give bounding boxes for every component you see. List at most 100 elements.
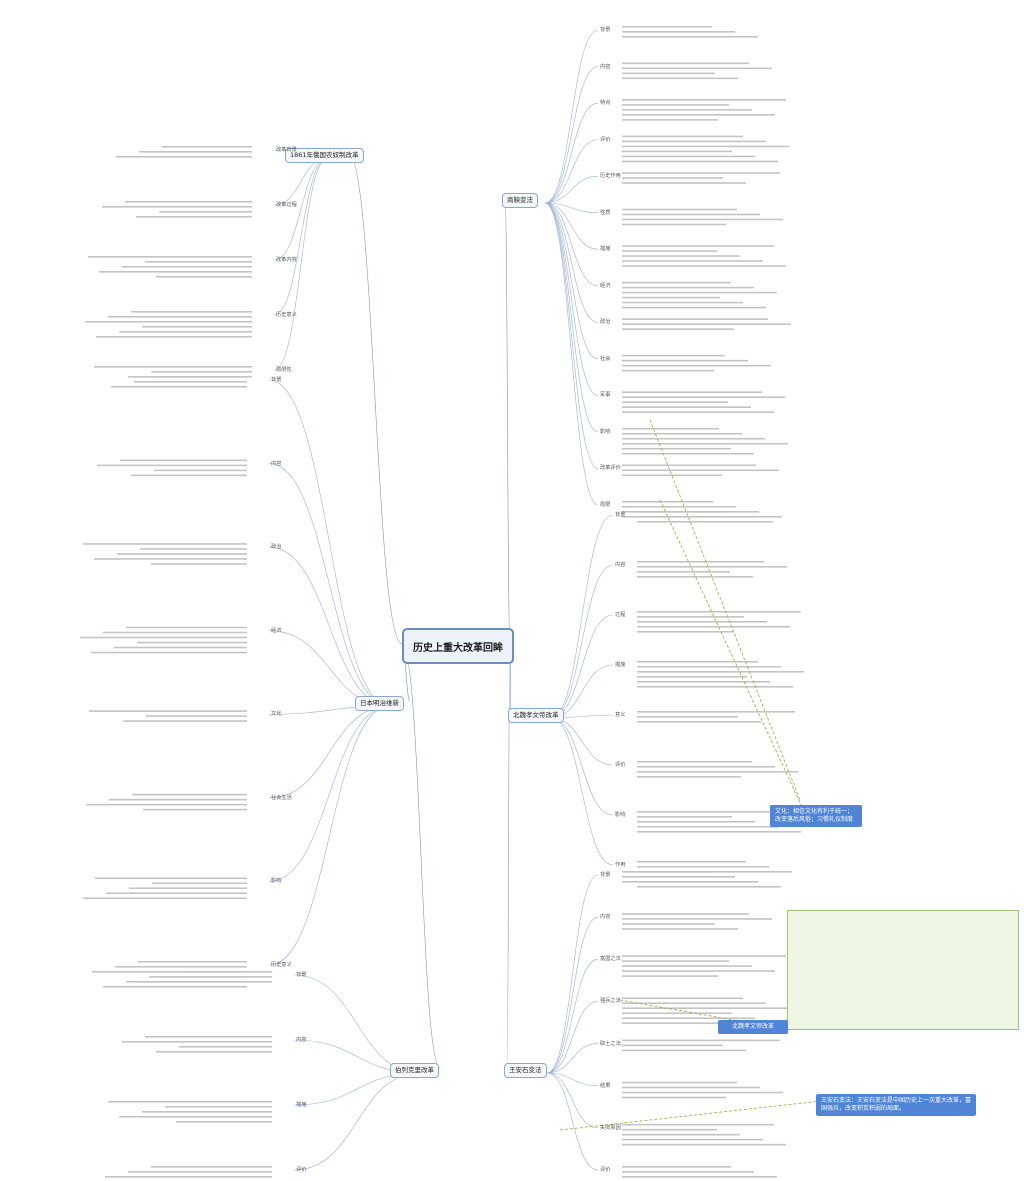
sub-topic-russia[interactable]: 历史意义 xyxy=(276,312,297,318)
note-lines xyxy=(637,811,801,833)
connector-line xyxy=(273,157,329,316)
note-lines xyxy=(622,318,791,330)
connector-line xyxy=(544,139,599,204)
central-topic[interactable]: 历史上重大改革回眸 xyxy=(402,628,514,664)
sub-topic-russia[interactable]: 改革背景 xyxy=(276,147,297,153)
sub-topic-shangyang[interactable]: 历史作用 xyxy=(600,173,621,180)
note-lines xyxy=(622,1123,786,1146)
connector-line xyxy=(546,1001,599,1074)
note-lines xyxy=(122,1036,272,1053)
note-lines xyxy=(622,208,783,226)
note-lines xyxy=(85,311,252,338)
connector-line xyxy=(544,29,599,204)
branch-wanganshi[interactable]: 王安石变法 xyxy=(504,1063,547,1078)
branch-shangyang[interactable]: 商鞅变法 xyxy=(502,193,538,208)
sub-topic-meiji[interactable]: 文化 xyxy=(271,711,282,718)
sub-topic-xiaowen[interactable]: 内容 xyxy=(615,562,626,568)
sub-topic-xiaowen[interactable]: 背景 xyxy=(615,512,626,518)
connector-line xyxy=(550,514,614,719)
sub-topic-wanganshi[interactable]: 背景 xyxy=(600,872,611,878)
note-lines xyxy=(97,459,247,477)
note-lines xyxy=(622,955,786,977)
sub-topic-wanganshi[interactable]: 失败原因 xyxy=(600,1124,621,1131)
sub-topic-shangyang[interactable]: 背景 xyxy=(600,27,611,33)
connector-line xyxy=(550,717,614,866)
connector-line xyxy=(504,197,511,645)
sub-topic-meiji[interactable]: 政治 xyxy=(271,544,282,551)
sub-topic-wanganshi[interactable]: 富国之法 xyxy=(600,956,621,963)
note-lines xyxy=(622,427,788,455)
sub-topic-russia[interactable]: 局限性 xyxy=(276,367,292,373)
sub-topic-meiji[interactable]: 内容 xyxy=(271,460,282,467)
sub-topic-shangyang[interactable]: 军事 xyxy=(600,392,611,399)
sub-topic-shangyang[interactable]: 局限 xyxy=(600,502,611,508)
sub-topic-meiji[interactable]: 经济 xyxy=(271,627,282,634)
sub-topic-russia[interactable]: 改革内容 xyxy=(276,257,297,263)
sub-topic-shangyang[interactable]: 性质 xyxy=(600,209,611,216)
guide-line xyxy=(559,1099,831,1131)
sub-topic-pericles[interactable]: 评价 xyxy=(296,1167,307,1173)
branch-russia[interactable]: 1861年俄国农奴制改革 xyxy=(285,148,364,163)
sub-topic-xiaowen[interactable]: 影响 xyxy=(615,812,626,818)
branch-pericles[interactable]: 伯列克里改革 xyxy=(390,1063,439,1078)
sub-topic-pericles[interactable]: 措施 xyxy=(296,1102,307,1108)
callout-culture: 文化：相信文化有利于统一；改变落后风俗；习惯礼仪制度 xyxy=(770,805,862,827)
sub-topic-pericles[interactable]: 内容 xyxy=(296,1037,307,1043)
sub-topic-meiji[interactable]: 背景 xyxy=(271,377,282,383)
sub-topic-xiaowen[interactable]: 过程 xyxy=(615,612,626,618)
connector-line xyxy=(546,1072,599,1129)
sub-topic-shangyang[interactable]: 社会 xyxy=(600,355,611,362)
note-lines xyxy=(622,871,758,883)
connector-line xyxy=(550,717,614,816)
guide-line xyxy=(659,499,809,821)
note-lines xyxy=(637,711,795,723)
connector-line xyxy=(544,202,599,250)
note-lines xyxy=(622,135,789,163)
connector-line xyxy=(546,1072,599,1171)
note-lines xyxy=(622,501,782,518)
connector-line xyxy=(544,202,599,360)
sub-topic-pericles[interactable]: 背景 xyxy=(296,972,307,978)
connector-line xyxy=(544,202,599,433)
note-lines xyxy=(637,561,787,578)
sub-topic-wanganshi[interactable]: 取士之法 xyxy=(600,1040,621,1047)
sub-topic-shangyang[interactable]: 经济 xyxy=(600,282,611,289)
note-lines xyxy=(622,1081,783,1099)
sub-topic-russia[interactable]: 改革过程 xyxy=(276,202,297,208)
sub-topic-shangyang[interactable]: 特点 xyxy=(600,100,611,107)
connector-line xyxy=(550,717,614,766)
connector-line xyxy=(268,705,391,882)
sub-topic-shangyang[interactable]: 措施 xyxy=(600,246,611,253)
connector-line xyxy=(546,1072,599,1087)
note-lines xyxy=(102,201,252,218)
note-lines xyxy=(108,1101,272,1123)
note-lines xyxy=(637,511,773,523)
sub-topic-meiji[interactable]: 影响 xyxy=(271,878,282,885)
connector-line xyxy=(544,102,599,204)
note-lines xyxy=(622,464,779,477)
note-lines xyxy=(622,62,772,80)
sub-topic-meiji[interactable]: 历史意义 xyxy=(271,962,292,968)
connector-line xyxy=(544,202,599,323)
sub-topic-shangyang[interactable]: 评价 xyxy=(600,136,611,143)
branch-meiji[interactable]: 日本明治维新 xyxy=(355,696,404,711)
sub-topic-shangyang[interactable]: 政治 xyxy=(600,319,611,326)
connector-line xyxy=(268,705,391,799)
sub-topic-xiaowen[interactable]: 评价 xyxy=(615,762,626,768)
sub-topic-shangyang[interactable]: 内容 xyxy=(600,63,611,70)
sub-topic-wanganshi[interactable]: 强兵之法 xyxy=(600,998,621,1005)
sub-topic-xiaowen[interactable]: 措施 xyxy=(615,662,626,668)
sub-topic-xiaowen[interactable]: 意义 xyxy=(615,712,626,718)
connector-line xyxy=(544,202,599,396)
sub-topic-wanganshi[interactable]: 评价 xyxy=(600,1167,611,1173)
sub-topic-meiji[interactable]: 社会生活 xyxy=(271,794,292,801)
note-lines xyxy=(622,172,780,184)
sub-topic-wanganshi[interactable]: 结果 xyxy=(600,1082,611,1089)
branch-xiaowen[interactable]: 北魏孝文帝改革 xyxy=(508,708,564,723)
note-lines xyxy=(622,245,786,267)
sub-topic-wanganshi[interactable]: 内容 xyxy=(600,914,611,921)
note-lines xyxy=(111,376,247,388)
sub-topic-shangyang[interactable]: 影响 xyxy=(600,428,611,435)
sub-topic-shangyang[interactable]: 改革评价 xyxy=(600,465,621,472)
sub-topic-xiaowen[interactable]: 作用 xyxy=(615,862,626,868)
